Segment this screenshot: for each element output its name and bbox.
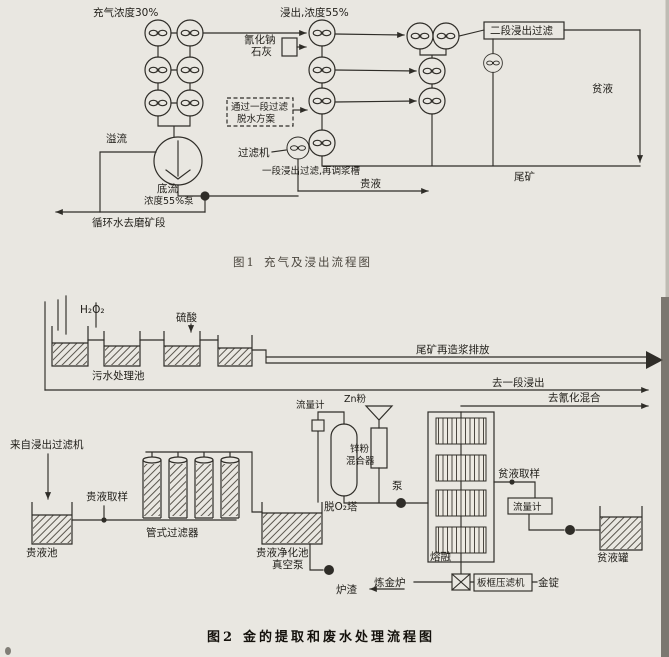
label-slag: 炉渣 (336, 583, 357, 596)
label-to-cyanide-mix: 去氰化混合 (548, 391, 601, 404)
agitator-tank-icon (176, 19, 204, 47)
press-label-box (473, 573, 533, 592)
label-purify-pool: 贵液净化池 (256, 546, 309, 559)
label-stage2-filter: 二段浸出过滤 (490, 24, 553, 37)
label-pump: 泵 (392, 480, 403, 492)
furnace-icon (451, 573, 471, 591)
barren-tank-icon (599, 506, 643, 551)
label-pregnant-sample: 贵液取样 (86, 490, 128, 503)
leach-tank-icon (308, 56, 336, 84)
label-zinc-mixer-line1: 锌粉 (350, 443, 370, 455)
stage2-filter-box (483, 21, 565, 40)
agitator-tank-icon (144, 89, 172, 117)
tailings-arrowhead (646, 351, 663, 369)
pool-liquid (263, 513, 321, 543)
leach-tank-icon (418, 87, 446, 115)
label-zinc-mixer-line2: 混合器 (346, 455, 375, 467)
label-to-stage1-leach: 去一段浸出 (492, 376, 545, 389)
tube-filter-icons (142, 452, 240, 519)
label-dewater-line1: 通过一段过滤 (231, 101, 289, 113)
label-vacuum-pump: 真空泵 (272, 558, 304, 571)
label-sodium-cyanide: 氰化钠 (244, 33, 276, 46)
funnel-icon (364, 405, 394, 421)
figure1-aeration-leaching-diagram: 充气浓度30% 浸出,浓度55% 二段浸出过滤 氰化钠 石灰 通过一段过滤 脱水… (55, 6, 644, 269)
treatment-tank-icon (53, 343, 87, 365)
figure2-gold-extraction-diagram: H₂O₂ 硫酸 污水处理池 尾矿再造浆排放 去一段浸出 去氰化混合 流量计 Zn… (10, 295, 663, 645)
label-sulfuric-acid: 硫酸 (176, 311, 197, 324)
pool-liquid (33, 515, 71, 543)
figure1-flow-lines (55, 29, 644, 216)
sewage-treatment-tanks (51, 326, 253, 367)
vacuum-pump-icon (324, 565, 334, 575)
thickener-icon (153, 136, 203, 186)
pregnant-pool-icon (31, 502, 73, 545)
label-sewage-pool: 污水处理池 (92, 369, 145, 382)
figure1-caption-number: 图1 (233, 255, 256, 269)
label-dewater-line2: 脱水方案 (237, 113, 276, 125)
label-lime: 石灰 (251, 45, 272, 58)
zinc-mixer-icon (370, 427, 388, 469)
filter-press-icon (427, 411, 495, 563)
agitator-tank-icon (176, 56, 204, 84)
label-pregnant-pool: 贵液池 (26, 546, 58, 559)
leach-tank-icon (406, 22, 434, 50)
figure1-caption: 充气及浸出流程图 (264, 255, 372, 269)
figure2-flow-lines (44, 295, 663, 593)
label-pregnant-solution: 贵液 (360, 177, 381, 190)
sample-valve-icon (101, 517, 107, 523)
leach-tank-icon (308, 19, 336, 47)
leach-tank-icon (432, 22, 460, 50)
label-flow-meter-1: 流量计 (296, 399, 325, 411)
label-underflow-pump: 浓度55%泵 (144, 195, 194, 207)
treatment-tank-icon (219, 348, 251, 365)
dewater-scheme-box (226, 97, 294, 127)
leach-tank-icon (308, 129, 336, 157)
agitator-tank-icon (176, 89, 204, 117)
label-underflow: 底流 (157, 182, 178, 195)
label-overflow: 溢流 (106, 132, 127, 145)
label-h2o2: H₂O₂ (80, 304, 105, 316)
figure2-caption: 金的提取和废水处理流程图 (242, 629, 435, 645)
flow-meter-icon (311, 419, 325, 432)
treatment-tank-icon (105, 346, 139, 365)
label-stage1-note: 一段浸出过滤,再调浆槽 (262, 165, 361, 177)
label-filter-machine: 过滤机 (238, 146, 270, 159)
flow-meter-box (507, 497, 553, 515)
label-zn-powder: Zn粉 (344, 393, 367, 405)
pump-icon (396, 498, 406, 508)
label-melting: 熔融 (430, 550, 451, 563)
label-tailings: 尾矿 (514, 170, 535, 183)
figure2-caption-number: 图2 (207, 630, 235, 645)
label-barren-sample: 贫液取样 (498, 467, 540, 480)
label-plate-press: 板框压滤机 (477, 577, 525, 589)
label-barren-solution: 贫液 (592, 82, 613, 95)
leach-tank-icon (418, 57, 446, 85)
label-tailings-repulp: 尾矿再造浆排放 (416, 343, 490, 356)
pump-icon (200, 191, 210, 201)
deaeration-tower-icon (330, 423, 358, 497)
purify-pool-icon (261, 502, 323, 545)
label-flow-meter-2: 流量计 (513, 501, 542, 513)
label-aeration-concentration: 充气浓度30% (93, 6, 158, 19)
label-recycle-water: 循环水去磨矿段 (92, 216, 166, 229)
label-gold-ingot: 金锭 (538, 576, 559, 589)
reagent-box-icon (281, 37, 298, 57)
label-leach-concentration: 浸出,浓度55% (280, 6, 349, 19)
stage1-filter-icon (286, 136, 310, 160)
label-tube-filter: 管式过滤器 (146, 526, 199, 539)
pump-icon (565, 525, 575, 535)
pool-liquid (601, 517, 641, 549)
label-from-leach-filter: 来自浸出过滤机 (10, 438, 84, 451)
sample-valve-icon (509, 479, 515, 485)
agitator-tank-icon (144, 19, 172, 47)
label-deox-tower: 脱O₂塔 (324, 500, 358, 513)
scan-artifacts (5, 0, 669, 657)
treatment-tank-icon (165, 346, 199, 365)
agitator-tank-icon (144, 56, 172, 84)
leach-tank-icon (308, 87, 336, 115)
label-barren-tank: 贫液罐 (597, 551, 629, 564)
label-gold-furnace: 炼金炉 (374, 576, 406, 589)
stage2-filter-icon (483, 53, 503, 73)
